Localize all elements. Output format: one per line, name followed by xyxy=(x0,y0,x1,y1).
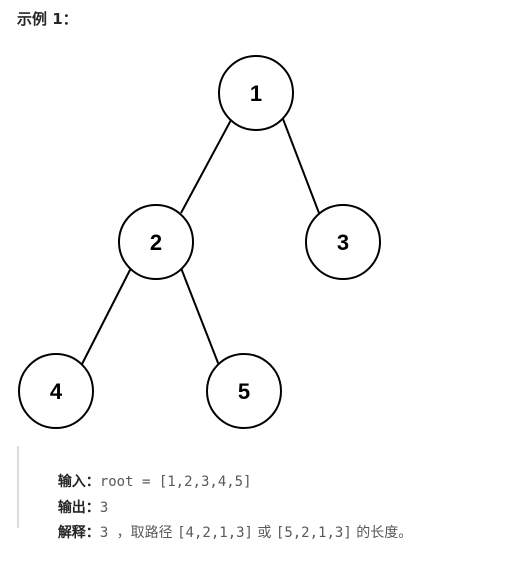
output-value: 3 xyxy=(99,500,109,516)
explanation-line: 解释：3 ，取路径 [4,2,1,3] 或 [5,2,1,3] 的长度。 xyxy=(40,503,412,563)
tree-node-5: 5 xyxy=(206,353,282,429)
edge-2-5 xyxy=(180,267,221,369)
node-label-1: 1 xyxy=(250,81,262,106)
explanation-part2: 取路径 xyxy=(130,525,178,541)
explanation-path1: [4,2,1,3] xyxy=(177,525,253,541)
node-label-2: 2 xyxy=(150,230,162,255)
node-label-3: 3 xyxy=(337,230,349,255)
explanation-part4: 的长度。 xyxy=(351,525,413,541)
input-line: 输入：root = [1,2,3,4,5] xyxy=(40,452,252,512)
example-block: 输入：root = [1,2,3,4,5] 输出：3 解释：3 ，取路径 [4,… xyxy=(17,446,497,541)
explanation-part3: 或 xyxy=(252,525,276,541)
tree-node-4: 4 xyxy=(18,353,94,429)
tree-node-1: 1 xyxy=(218,55,294,131)
binary-tree-diagram: 1 2 3 4 5 xyxy=(18,55,381,429)
edge-1-3 xyxy=(282,118,320,214)
tree-node-3: 3 xyxy=(305,204,381,280)
output-line: 输出：3 xyxy=(40,478,108,538)
node-label-4: 4 xyxy=(50,379,63,404)
node-label-5: 5 xyxy=(238,379,250,404)
explanation-part1: 3 ， xyxy=(99,525,131,541)
example-heading: 示例 1： xyxy=(17,10,78,28)
edge-1-2 xyxy=(180,119,232,214)
output-label: 输出： xyxy=(57,500,100,516)
input-label: 输入： xyxy=(57,474,100,490)
explanation-path2: [5,2,1,3] xyxy=(275,525,352,541)
edge-2-4 xyxy=(79,267,132,369)
explanation-label: 解释： xyxy=(57,525,100,541)
input-value: root = [1,2,3,4,5] xyxy=(99,474,252,490)
tree-node-2: 2 xyxy=(118,204,194,280)
